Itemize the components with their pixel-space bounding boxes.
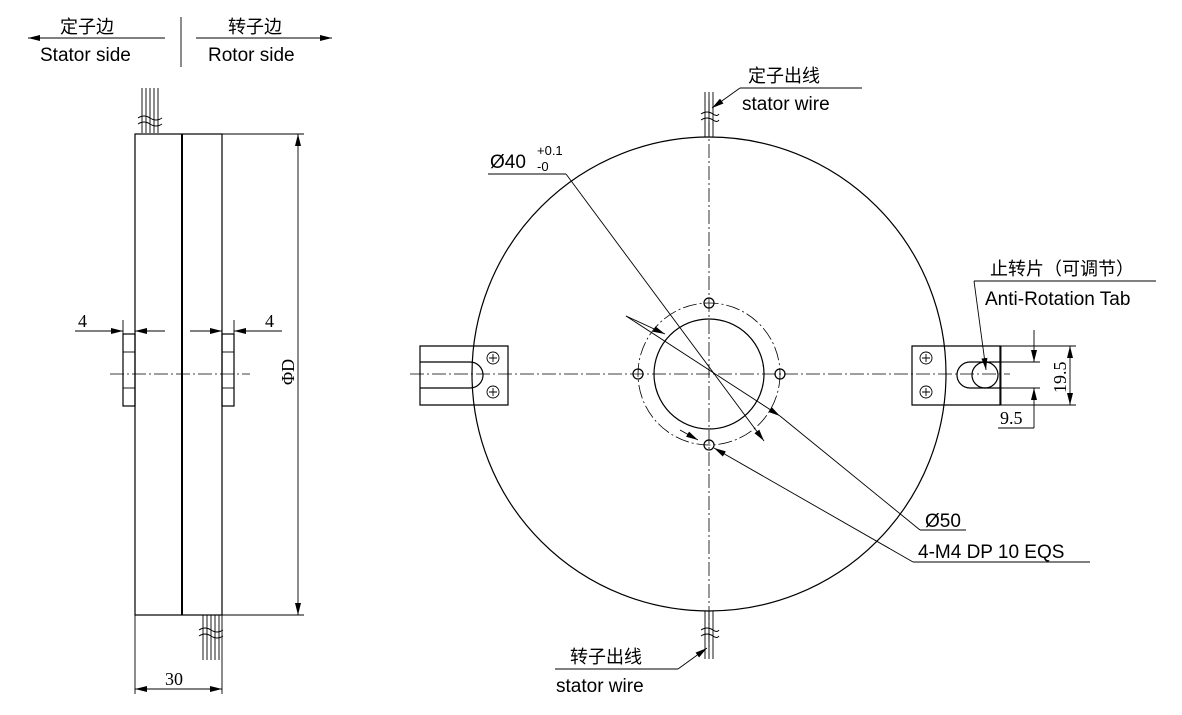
top-wire-cn-label: 定子出线: [748, 66, 820, 87]
rotor-side-label: Rotor side: [208, 45, 295, 66]
bottom-wire-en-label: stator wire: [556, 676, 644, 697]
rotor-side-cn-label: 转子边: [228, 17, 282, 38]
top-wire-en-label: stator wire: [742, 94, 830, 115]
dim-left-tab-thickness: 4: [78, 311, 87, 331]
outer-dim-label: Ø50: [925, 511, 961, 532]
tab-leader: [973, 280, 988, 371]
side-bottom-wires: [198, 615, 224, 660]
top-wire: [700, 92, 720, 137]
dim-right-tab-thickness: 4: [265, 311, 274, 331]
right-anti-rotation-tab: [911, 345, 1002, 406]
holes-note: 4-M4 DP 10 EQS: [918, 542, 1064, 563]
side-right-tab: [221, 333, 235, 407]
side-header: 定子边 Stator side 转子边 Rotor side: [28, 17, 332, 67]
holes-leader: [713, 447, 914, 563]
stator-side-cn-label: 定子边: [60, 17, 114, 38]
mounting-holes: [632, 297, 786, 451]
bottom-wire-cn-label: 转子出线: [570, 647, 642, 668]
bore-dim-label: Ø40: [490, 152, 526, 173]
bore-tol-upper: +0.1: [537, 143, 563, 158]
side-left-tab: [122, 333, 136, 407]
bore-tol-lower: -0: [537, 159, 549, 174]
bottom-wire: [700, 611, 720, 659]
left-anti-rotation-tab: [419, 345, 509, 406]
side-top-wires: [137, 88, 163, 133]
stator-side-label: Stator side: [40, 45, 131, 66]
dim-tab-slot: 9.5: [1000, 408, 1023, 428]
side-view: 4 4 ΦD 30: [75, 88, 304, 694]
front-view: 19.5 9.5 止转片（可调节） Anti-Rotation Tab 定子出线…: [410, 66, 1156, 697]
bore-leader: [565, 173, 765, 442]
tab-cn-label: 止转片（可调节）: [990, 259, 1134, 280]
side-body: [134, 133, 223, 616]
tab-en-label: Anti-Rotation Tab: [985, 289, 1130, 310]
dim-width: 30: [165, 669, 183, 689]
dim-diameter-d: ΦD: [278, 359, 298, 385]
dim-tab-height: 19.5: [1050, 362, 1070, 394]
